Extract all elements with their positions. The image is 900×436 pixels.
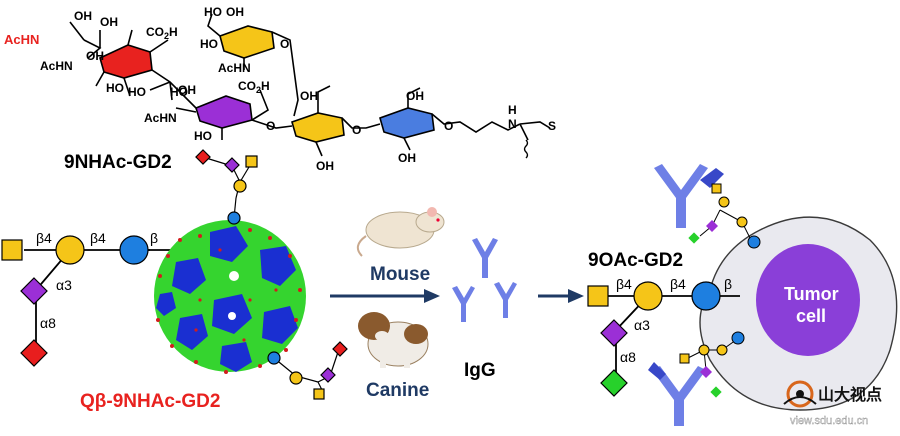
left-b: β [150,230,158,246]
right-a8: α8 [620,349,636,365]
galnac-ring [219,25,275,59]
mouse-illustration [356,207,445,257]
glucose-circle [119,235,149,265]
sialic-ring-red [99,44,153,79]
dog-illustration [358,312,429,368]
right-b4-b: β4 [670,276,686,292]
label-n: N [508,117,517,131]
tumor-label-1: Tumor [784,284,839,304]
particle-glycan-bottom [267,341,348,400]
label-ho-4: HO [204,5,222,19]
chemical-structure [69,13,551,157]
arrow-right [538,289,584,303]
watermark-logo [783,380,817,408]
mouse-label: Mouse [370,264,430,285]
right-galactose-circle [633,281,663,311]
label-oh-10: OH [398,151,416,165]
watermark-logo-text: 山大视点 [818,385,882,404]
label-oh-3: OH [86,49,104,63]
bound-antibody-bottom [648,331,745,426]
galactose-circle [55,235,85,265]
sialic-ring-purple [195,95,253,129]
label-o-2: O [266,119,275,133]
tumor-label-2: cell [796,306,826,326]
left-b4-b: β4 [90,230,106,246]
right-galnac-square [587,285,609,307]
label-achn-red: AcHN [4,32,39,47]
watermark-url: view.sdu.edu.cn [790,415,868,427]
bound-antibody-top [654,164,761,249]
label-oh-6: OH [226,5,244,19]
label-oh-1: OH [74,9,92,23]
left-a8: α8 [40,315,56,331]
label-ho-3: HO [194,129,212,143]
right-a3: α3 [634,317,650,333]
glucose-ring [379,107,435,139]
label-oh-9: OH [406,89,424,103]
right-compound-title: 9OAc-GD2 [588,250,683,271]
label-oh-8: OH [316,159,334,173]
particle-glycan-top [195,149,258,225]
left-b4-a: β4 [36,230,52,246]
label-achn-3: AcHN [218,61,251,75]
galactose-ring [291,112,345,143]
right-glucose-circle [691,281,721,311]
linker-squiggle [523,139,529,159]
neuac-diamond-red [20,339,48,367]
label-oh-4: HO [170,85,188,99]
label-oh-7: OH [300,89,318,103]
label-co2h-2: CO2H [238,79,270,95]
tumor-cell: Tumor cell [699,216,898,411]
left-a3: α3 [56,277,72,293]
left-linkage-labels: β4 β4 β α3 α8 [36,230,158,331]
label-oh-2: OH [100,15,118,29]
label-achn-1: AcHN [40,59,73,73]
igg-label: IgG [464,360,496,381]
right-glycan [587,281,740,397]
label-ho-5: HO [200,37,218,51]
right-b: β [724,276,732,292]
right-b4-a: β4 [616,276,632,292]
label-o-1: O [280,37,289,51]
label-ho-1: HO [106,81,124,95]
galnac-square [1,239,23,261]
label-o-3: O [352,123,361,137]
conjugate-title: Qβ-9NHAc-GD2 [80,391,220,412]
chemical-labels: AcHN OH OH CO2H AcHN OH HO HO HO AcHN HO… [4,5,556,173]
qbeta-particle [154,220,306,374]
left-glycan [1,235,176,367]
label-o-4: O [444,119,453,133]
right-linkage-labels: β4 β4 β α3 α8 [616,276,732,365]
top-compound-title: 9NHAc-GD2 [64,152,172,173]
label-oh-5: OH [178,83,196,97]
right-neuac-diamond-green [600,369,628,397]
label-ho-2: HO [128,85,146,99]
arrow-left [330,289,440,303]
label-h: H [508,103,517,117]
right-neuac-diamond-purple [600,319,628,347]
label-s: S [548,119,556,133]
canine-label: Canine [366,380,429,401]
neuac-diamond-purple [20,277,48,305]
label-achn-2: AcHN [144,111,177,125]
igg-antibodies [452,238,517,322]
label-co2h-1: CO2H [146,25,178,41]
